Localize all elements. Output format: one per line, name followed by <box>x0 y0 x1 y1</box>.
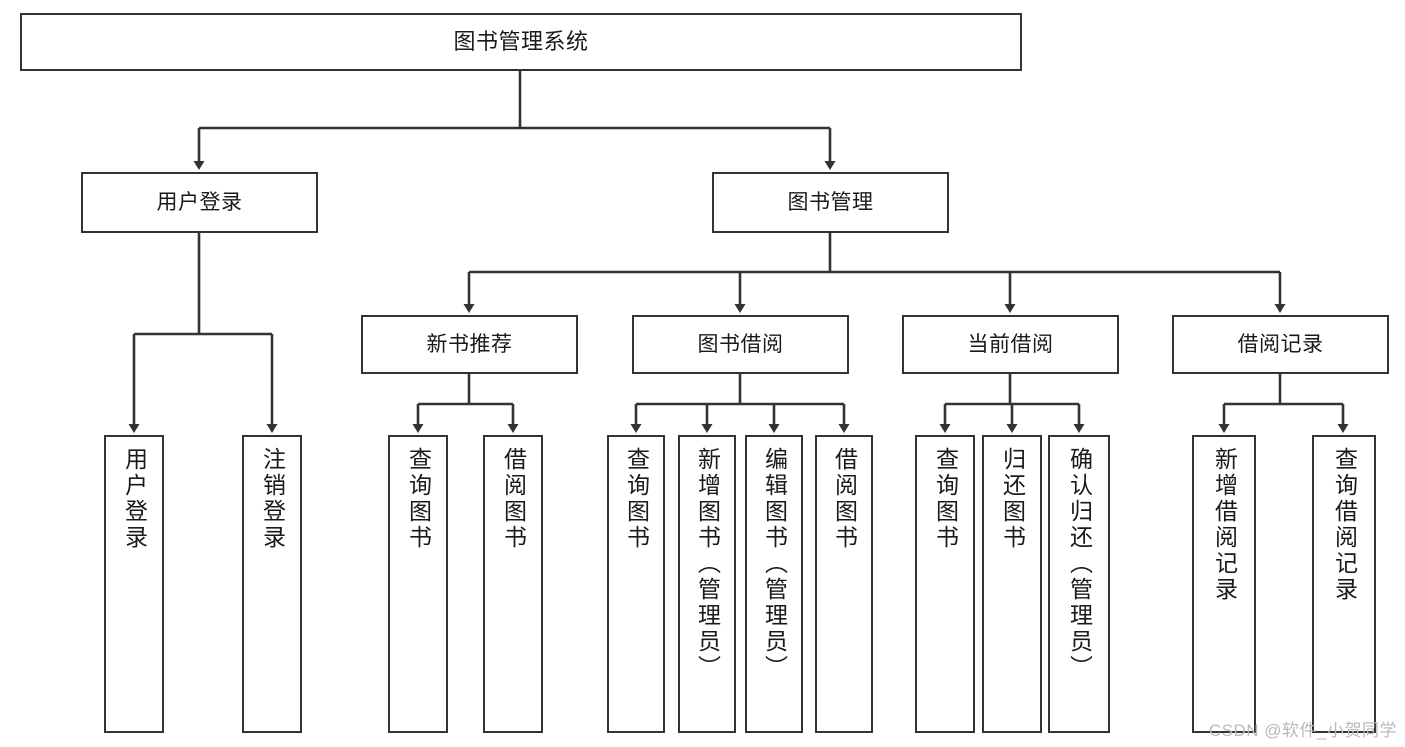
node-label: 查询借阅记录 <box>1331 447 1358 603</box>
node-label: 图书借阅 <box>697 332 784 356</box>
node-label: 查询图书 <box>405 447 432 551</box>
node-label: 新增图书（管理员） <box>694 447 721 681</box>
leaf-user-login[interactable]: 用户登录 <box>104 435 164 733</box>
node-label: 新书推荐 <box>426 332 513 356</box>
node-label: 查询图书 <box>932 447 959 551</box>
leaf-borrow-add-book-admin[interactable]: 新增图书（管理员） <box>678 435 736 733</box>
leaf-newbook-borrow-book[interactable]: 借阅图书 <box>483 435 543 733</box>
node-label: 用户登录 <box>156 190 243 214</box>
leaf-borrow-edit-book-admin[interactable]: 编辑图书（管理员） <box>745 435 803 733</box>
node-label: 确认归还（管理员） <box>1066 447 1093 681</box>
leaf-record-query-record[interactable]: 查询借阅记录 <box>1312 435 1376 733</box>
leaf-borrow-borrow-book[interactable]: 借阅图书 <box>815 435 873 733</box>
node-label: 归还图书 <box>999 447 1026 551</box>
leaf-current-confirm-return-admin[interactable]: 确认归还（管理员） <box>1048 435 1110 733</box>
node-label: 借阅图书 <box>500 447 527 551</box>
node-new-book-recommend[interactable]: 新书推荐 <box>361 315 578 374</box>
leaf-current-return-book[interactable]: 归还图书 <box>982 435 1042 733</box>
node-label: 查询图书 <box>623 447 650 551</box>
leaf-newbook-query-book[interactable]: 查询图书 <box>388 435 448 733</box>
node-label: 图书管理系统 <box>453 28 589 54</box>
node-label: 新增借阅记录 <box>1211 447 1238 603</box>
leaf-current-query-book[interactable]: 查询图书 <box>915 435 975 733</box>
node-borrow-record[interactable]: 借阅记录 <box>1172 315 1389 374</box>
node-label: 用户登录 <box>121 447 148 551</box>
leaf-record-add-record[interactable]: 新增借阅记录 <box>1192 435 1256 733</box>
node-book-management[interactable]: 图书管理 <box>712 172 949 233</box>
leaf-borrow-query-book[interactable]: 查询图书 <box>607 435 665 733</box>
node-label: 借阅记录 <box>1237 332 1324 356</box>
node-current-borrow[interactable]: 当前借阅 <box>902 315 1119 374</box>
node-label: 编辑图书（管理员） <box>761 447 788 681</box>
node-book-borrow[interactable]: 图书借阅 <box>632 315 849 374</box>
node-label: 借阅图书 <box>831 447 858 551</box>
node-root-system[interactable]: 图书管理系统 <box>20 13 1022 71</box>
node-user-login[interactable]: 用户登录 <box>81 172 318 233</box>
watermark: CSDN @软件_小贺同学 <box>1208 721 1397 740</box>
node-label: 当前借阅 <box>967 332 1054 356</box>
node-label: 图书管理 <box>787 190 874 214</box>
leaf-user-logout[interactable]: 注销登录 <box>242 435 302 733</box>
node-label: 注销登录 <box>259 447 286 551</box>
